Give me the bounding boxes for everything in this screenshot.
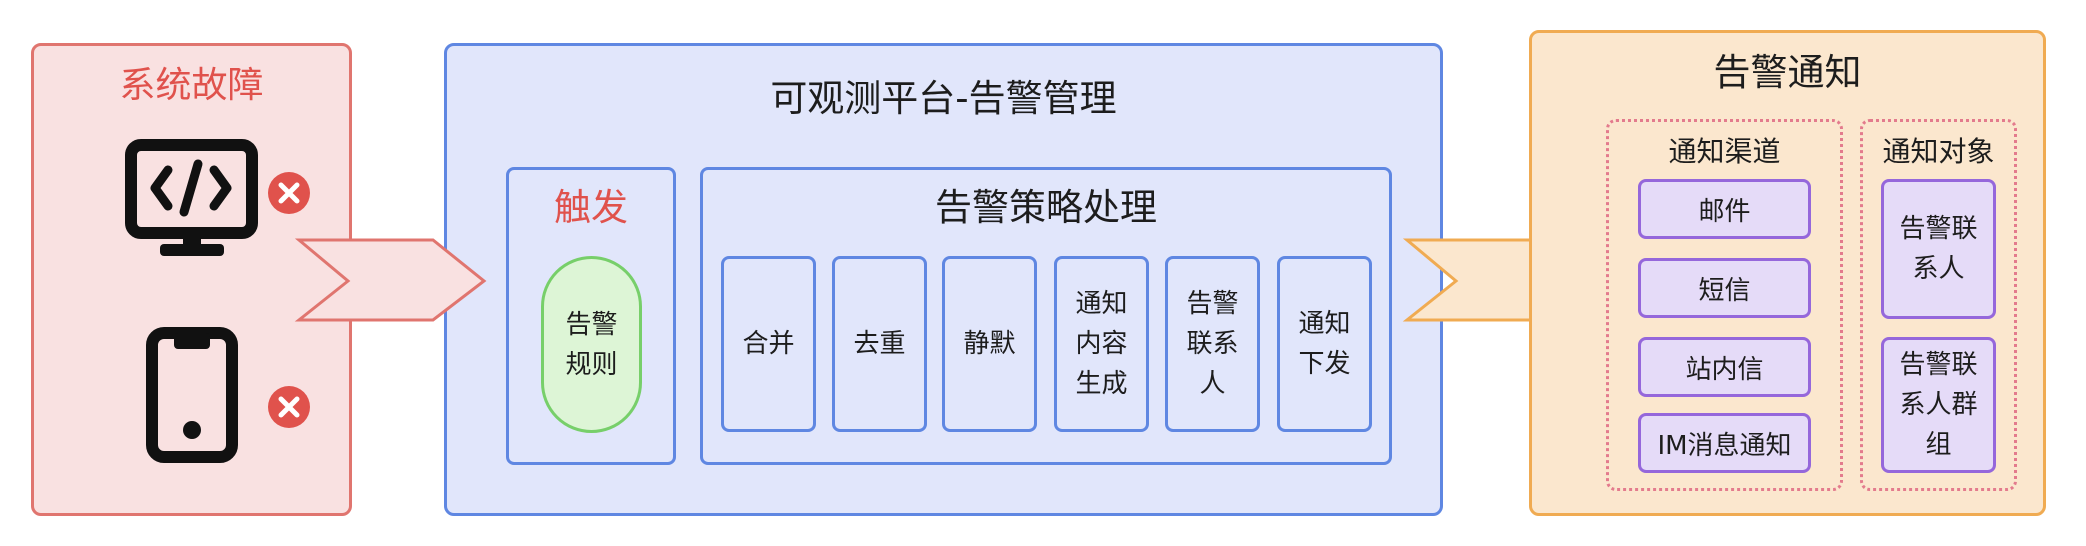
trigger-title: 触发 xyxy=(554,186,628,229)
error-badge-icon xyxy=(268,172,310,214)
target-group-title: 通知对象 xyxy=(1882,135,1995,168)
channel-sms: 短信 xyxy=(1638,258,1811,318)
step-merge: 合并 xyxy=(721,256,816,432)
trigger-box xyxy=(506,167,676,465)
monitor-code-icon xyxy=(125,139,258,256)
alert-rule-node: 告警规则 xyxy=(541,256,642,433)
notification-title: 告警通知 xyxy=(1713,51,1862,94)
target-alert-contacts: 告警联系人 xyxy=(1881,179,1996,319)
channel-group xyxy=(1606,119,1843,491)
target-group xyxy=(1860,119,2017,491)
mobile-phone-icon xyxy=(146,327,238,463)
channel-site-message: 站内信 xyxy=(1638,337,1811,397)
channel-im: IM消息通知 xyxy=(1638,413,1811,473)
fault-to-platform-arrow xyxy=(294,238,487,322)
platform-title: 可观测平台-告警管理 xyxy=(770,77,1117,120)
step-content-generation: 通知内容生成 xyxy=(1054,256,1149,432)
step-alert-contacts: 告警联系人 xyxy=(1165,256,1260,432)
error-badge-icon xyxy=(268,386,310,428)
step-dedup: 去重 xyxy=(832,256,927,432)
strategy-box xyxy=(700,167,1392,465)
channel-group-title: 通知渠道 xyxy=(1668,135,1781,168)
strategy-title: 告警策略处理 xyxy=(935,186,1157,229)
step-dispatch: 通知下发 xyxy=(1277,256,1372,432)
system-fault-title: 系统故障 xyxy=(119,65,264,106)
target-alert-contact-groups: 告警联系人群组 xyxy=(1881,337,1996,473)
channel-email: 邮件 xyxy=(1638,179,1811,239)
step-silence: 静默 xyxy=(942,256,1037,432)
